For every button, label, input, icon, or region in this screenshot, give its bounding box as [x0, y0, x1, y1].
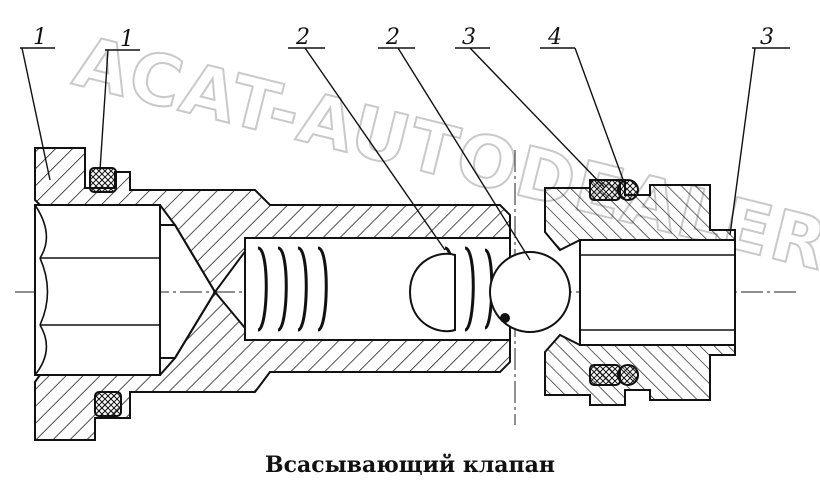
- callouts: 1 1 2 2 3 4 3: [33, 25, 774, 52]
- callout-1-body-left: 1: [33, 25, 47, 50]
- callout-3-seat: 3: [462, 25, 476, 50]
- valve-seat-fitting: [544, 179, 736, 406]
- diagram-caption: Всасывающий клапан: [264, 452, 555, 478]
- callout-2-ball: 2: [385, 25, 400, 50]
- callout-3-fitting: 3: [760, 25, 774, 50]
- valve-body: [34, 147, 511, 441]
- fitting-seal-rings: [589, 179, 639, 386]
- callout-1-body-seal: 1: [120, 27, 134, 52]
- callout-4-seal: 4: [547, 25, 562, 50]
- spring-seat: [408, 252, 456, 333]
- valve-ball: [489, 251, 571, 333]
- ball-contact-mark: [500, 313, 510, 323]
- callout-2-spring: 2: [295, 25, 310, 50]
- leader-lines: [20, 47, 790, 261]
- body-seal-rings: [89, 167, 122, 417]
